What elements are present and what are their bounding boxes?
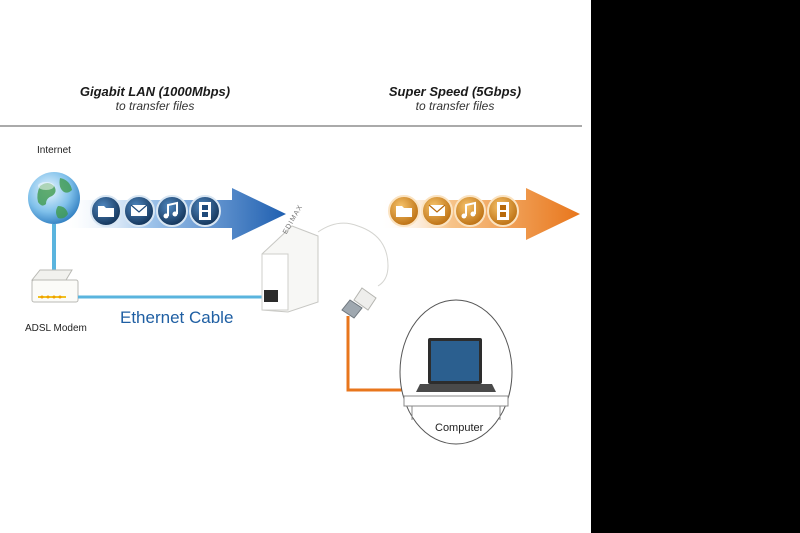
mail-icon: [123, 195, 155, 227]
ethernet-cable-label: Ethernet Cable: [120, 308, 234, 327]
computer-icon: [399, 299, 513, 445]
modem-label: ADSL Modem: [25, 323, 87, 334]
music-icon-orange: [454, 195, 486, 227]
right-heading-subtitle: to transfer files: [415, 99, 495, 113]
diagram-canvas: Gigabit LAN (1000Mbps) to transfer files…: [0, 0, 591, 533]
left-heading-title: Gigabit LAN (1000Mbps): [79, 84, 231, 99]
globe-icon: [28, 172, 80, 224]
music-icon: [156, 195, 188, 227]
left-heading: Gigabit LAN (1000Mbps) to transfer files: [40, 84, 270, 113]
film-icon: [189, 195, 221, 227]
right-heading: Super Speed (5Gbps) to transfer files: [345, 84, 565, 113]
folder-icon-orange: [388, 195, 420, 227]
folder-icon: [90, 195, 122, 227]
diagram-graphics: [0, 125, 582, 445]
internet-label: Internet: [37, 145, 71, 156]
right-heading-title: Super Speed (5Gbps): [388, 84, 522, 99]
modem-icon: [30, 269, 79, 303]
left-heading-subtitle: to transfer files: [115, 99, 195, 113]
usb-adapter: [261, 219, 393, 319]
mail-icon-orange: [421, 195, 453, 227]
film-icon-orange: [487, 195, 519, 227]
computer-label: Computer: [435, 422, 484, 434]
